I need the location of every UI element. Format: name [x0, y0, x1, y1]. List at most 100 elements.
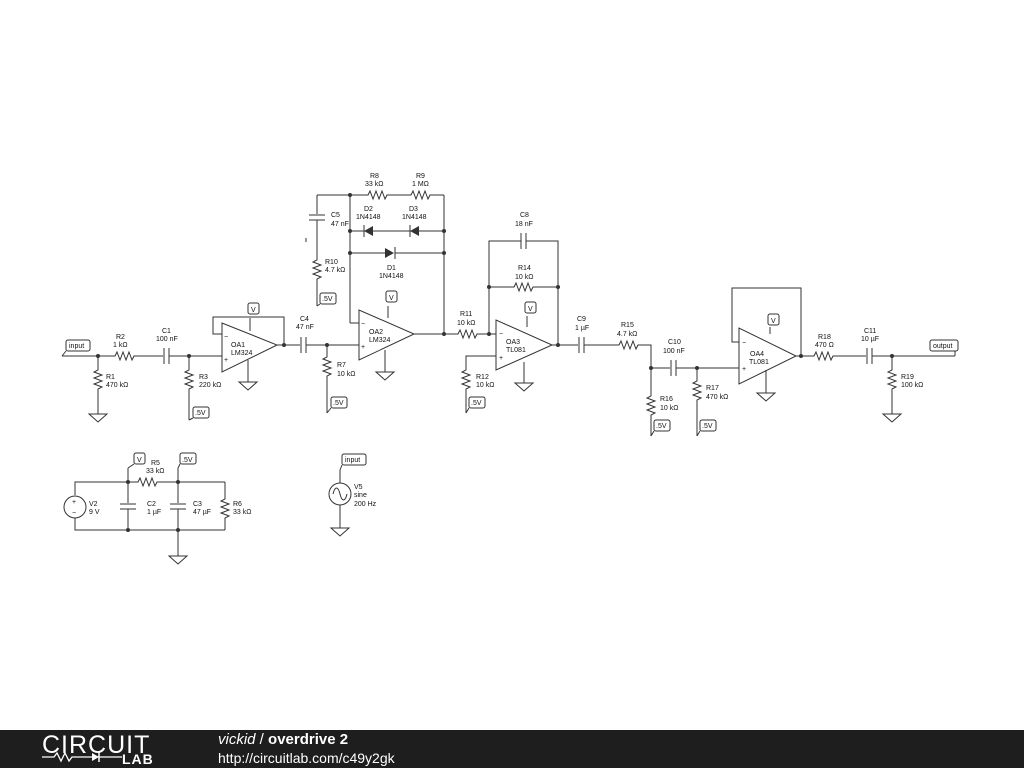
input-port-label: input: [69, 343, 84, 350]
oa1-name: OA1: [231, 342, 245, 349]
v-label: V: [528, 306, 533, 313]
capacitor-c9: [578, 337, 585, 353]
oa1-minus: −: [224, 334, 228, 341]
r14-value: 10 kΩ: [515, 274, 533, 281]
r1-value: 470 kΩ: [106, 382, 128, 389]
c8-name: C8: [520, 212, 529, 219]
capacitor-c4: [300, 337, 307, 353]
input-port: input: [339, 453, 367, 471]
c1-value: 100 nF: [156, 336, 178, 343]
v2-name: V2: [89, 501, 98, 508]
half-v-label: .5V: [322, 296, 333, 303]
capacitor-c10: [670, 360, 677, 376]
c5-name: C5: [331, 212, 340, 219]
opamp-oa4: − + OA4 TL081: [738, 327, 798, 385]
oa1-value: LM324: [231, 350, 253, 357]
r15-name: R15: [621, 322, 634, 329]
r3-name: R3: [199, 374, 208, 381]
resistor-r11: [451, 329, 484, 339]
capacitor-c1: [163, 348, 170, 364]
r12-value: 10 kΩ: [476, 382, 494, 389]
title-separator: /: [255, 731, 269, 748]
v5-waveform: sine: [354, 492, 367, 499]
resistor-r1: [93, 363, 103, 396]
r16-value: 10 kΩ: [660, 405, 678, 412]
input-port-label: input: [345, 457, 360, 464]
r9-value: 1 MΩ: [412, 181, 429, 188]
c5-value: 47 nF: [331, 221, 349, 228]
half-v-label: .5V: [182, 457, 193, 464]
project-url[interactable]: http://circuitlab.com/c49y2gk: [218, 750, 395, 766]
r19-value: 100 kΩ: [901, 382, 923, 389]
project-title: vickid / overdrive 2: [218, 731, 348, 748]
oa2-value: LM324: [369, 337, 391, 344]
output-port: output: [929, 339, 959, 356]
resistor-r3: [184, 363, 194, 396]
r12-name: R12: [476, 374, 489, 381]
c9-value: 1 µF: [575, 325, 589, 332]
resistor-r2: [108, 351, 141, 361]
ground-symbol: [514, 374, 534, 392]
v2-value: 9 V: [89, 509, 100, 516]
c9-name: C9: [577, 316, 586, 323]
r16-name: R16: [660, 396, 673, 403]
oa3-value: TL081: [506, 347, 526, 354]
resistor-r6: [220, 492, 230, 525]
c2-name: C2: [147, 501, 156, 508]
resistor-r18: [807, 351, 840, 361]
r7-name: R7: [337, 362, 346, 369]
resistor-r8: [361, 190, 394, 200]
ground-symbol: [882, 405, 902, 423]
opamp-oa3: − + OA3 TL081: [495, 319, 554, 371]
v5-frequency: 200 Hz: [354, 501, 377, 508]
oa2-name: OA2: [369, 329, 383, 336]
author-link[interactable]: vickid: [218, 731, 256, 748]
half-v-tag: .5V: [326, 396, 348, 414]
resistor-r10: [312, 253, 322, 286]
oa4-plus: +: [742, 366, 746, 373]
resistor-r16: [646, 389, 656, 422]
diode-d3: [407, 225, 422, 237]
oa4-value: TL081: [749, 359, 769, 366]
r2-value: 1 kΩ: [113, 342, 128, 349]
c4-value: 47 nF: [296, 324, 314, 331]
oa3-plus: +: [499, 355, 503, 362]
oa2-minus: −: [361, 321, 365, 328]
voltage-source-v2: + −: [63, 495, 87, 519]
circuit-schematic: input R2 1 kΩ C1 100 nF R1 470 kΩ R3 220…: [61, 173, 959, 565]
capacitor-c2: [120, 503, 136, 510]
v2-plus: +: [72, 499, 76, 506]
circuitlab-logo[interactable]: CIRCUIT LAB: [42, 730, 177, 768]
logo-word-circuit: CIRCUIT: [42, 731, 151, 759]
half-v-tag: .5V: [316, 292, 337, 307]
resistor-r14: [507, 282, 540, 292]
r5-name: R5: [151, 460, 160, 467]
r18-value: 470 Ω: [815, 342, 834, 349]
v-label: V: [251, 307, 256, 314]
ground-symbol: [330, 519, 350, 537]
ground-symbol: [238, 373, 258, 391]
opamp-oa2: − + OA2 LM324: [358, 309, 416, 361]
c2-value: 1 µF: [147, 509, 161, 516]
v-label: V: [771, 318, 776, 325]
resistor-r12: [461, 363, 471, 396]
opamp-oa1: − + OA1 LM324: [221, 322, 279, 373]
r7-value: 10 kΩ: [337, 371, 355, 378]
ground-symbol: [375, 363, 395, 381]
ground-symbol: [756, 384, 776, 402]
r15-value: 4.7 kΩ: [617, 331, 637, 338]
half-v-label: .5V: [471, 400, 482, 407]
c4-name: C4: [300, 316, 309, 323]
v-tag: V: [127, 452, 146, 469]
resistor-r17: [692, 374, 702, 407]
oa3-name: OA3: [506, 339, 520, 346]
c3-value: 47 µF: [193, 509, 211, 516]
capacitor-c8: [520, 233, 527, 249]
oa4-name: OA4: [750, 351, 764, 358]
half-v-tag: .5V: [188, 406, 210, 421]
c1-name: C1: [162, 328, 171, 335]
r14-name: R14: [518, 265, 531, 272]
r17-name: R17: [706, 385, 719, 392]
half-v-label: .5V: [702, 423, 713, 430]
d3-name: D3: [409, 206, 418, 213]
